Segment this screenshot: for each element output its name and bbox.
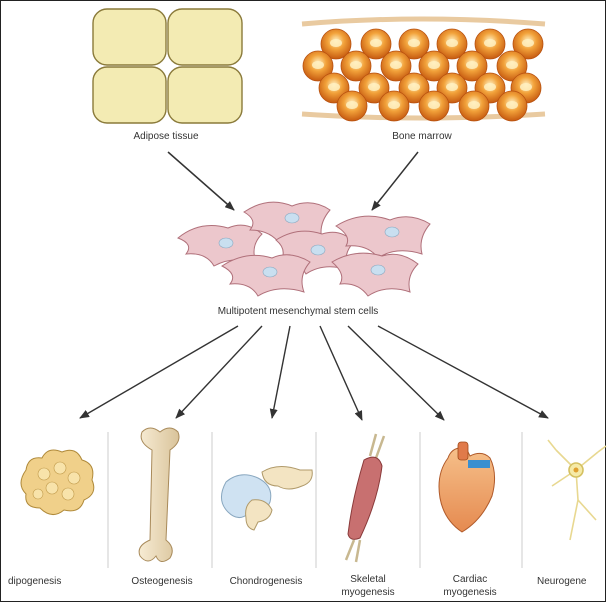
marrow-cell-highlight (408, 39, 420, 47)
fat-cell (168, 9, 242, 65)
cardiac-myogenesis-label: myogenesis (443, 587, 496, 598)
marrow-cell-highlight (390, 61, 402, 69)
arrow-marrow-to-stem (372, 152, 418, 210)
neuron-icon (548, 440, 606, 540)
arrow-to-neurogenesis (378, 326, 548, 418)
marrow-cell-highlight (312, 61, 324, 69)
marrow-cell-highlight (468, 101, 480, 109)
adipose-tissue-label: Adipose tissue (133, 131, 198, 142)
arrow-adipose-to-stem (168, 152, 234, 210)
marrow-cell-highlight (484, 39, 496, 47)
marrow-cell-highlight (328, 83, 340, 91)
marrow-band-top (302, 19, 545, 24)
marrow-cell-highlight (370, 39, 382, 47)
adipocyte-cluster-icon (21, 450, 94, 515)
skeletal-muscle-icon (346, 434, 384, 562)
marrow-cell-highlight (330, 39, 342, 47)
stem-cells-illustration (178, 202, 430, 296)
marrow-cell-highlight (506, 61, 518, 69)
neurogenesis-label: Neurogene (537, 576, 587, 587)
stem-cell (336, 216, 430, 258)
fat-cell (93, 67, 166, 123)
joint-cartilage-icon (221, 466, 312, 530)
fat-cell (93, 9, 166, 65)
arrow-to-chondrogenesis (272, 326, 290, 418)
arrow-to-osteogenesis (176, 326, 262, 418)
bone-marrow-illustration (302, 19, 545, 121)
marrow-cell-highlight (506, 101, 518, 109)
marrow-cell-highlight (428, 101, 440, 109)
adipose-tissue-illustration (93, 9, 242, 123)
marrow-cell-highlight (346, 101, 358, 109)
stem-cell (332, 253, 418, 296)
marrow-cell-highlight (428, 61, 440, 69)
chondrogenesis-label: Chondrogenesis (230, 576, 303, 587)
marrow-cell-highlight (484, 83, 496, 91)
arrow-to-cardiac-myogenesis (348, 326, 444, 420)
stem-cells-label: Multipotent mesenchymal stem cells (218, 306, 379, 317)
osteogenesis-label: Osteogenesis (131, 576, 192, 587)
marrow-cell-highlight (350, 61, 362, 69)
marrow-cell-highlight (522, 39, 534, 47)
marrow-cell-highlight (520, 83, 532, 91)
marrow-cell-highlight (368, 83, 380, 91)
arrow-to-adipogenesis (80, 326, 238, 418)
arrow-to-skeletal-myogenesis (320, 326, 362, 420)
heart-icon (439, 442, 495, 532)
marrow-cell-highlight (446, 39, 458, 47)
marrow-cell-highlight (466, 61, 478, 69)
long-bone-icon (139, 428, 179, 562)
marrow-cells (303, 29, 543, 121)
cardiac-label: Cardiac (453, 574, 487, 585)
skeletal-label: Skeletal (350, 574, 386, 585)
marrow-cell-highlight (446, 83, 458, 91)
fat-cell (168, 67, 242, 123)
marrow-cell-highlight (408, 83, 420, 91)
marrow-cell-highlight (388, 101, 400, 109)
skeletal-myogenesis-label: myogenesis (341, 587, 394, 598)
bone-marrow-label: Bone marrow (392, 131, 452, 142)
stem-cell (222, 255, 310, 296)
adipogenesis-label: dipogenesis (8, 576, 61, 587)
